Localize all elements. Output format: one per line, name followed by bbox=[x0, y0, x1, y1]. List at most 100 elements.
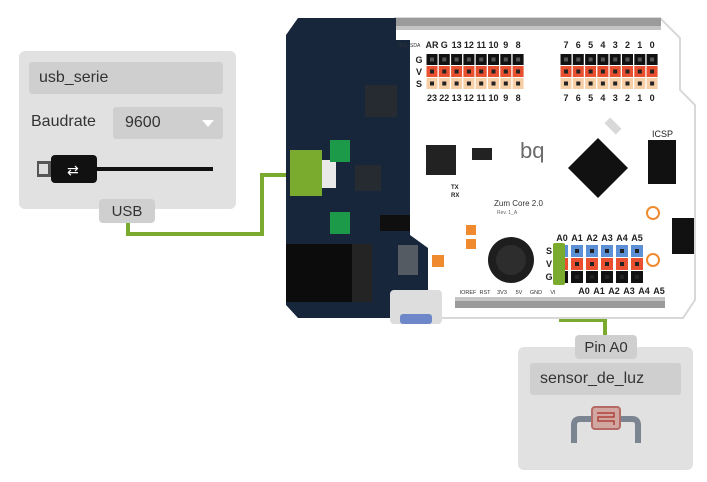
pin-hole bbox=[454, 69, 459, 74]
digital-pin-bottom-label: 7 bbox=[563, 93, 568, 103]
pin-hole bbox=[590, 249, 594, 253]
pin-hole bbox=[466, 81, 471, 86]
digital-pin-bottom-label: 11 bbox=[476, 93, 486, 103]
pin-hole bbox=[491, 69, 496, 74]
analog-pin-bottom-label: A3 bbox=[623, 286, 635, 296]
pin-hole bbox=[442, 81, 447, 86]
usb-component-name[interactable]: usb_serie bbox=[29, 62, 223, 94]
power-pin-label: GND bbox=[530, 290, 542, 296]
pin-hole bbox=[588, 69, 593, 74]
pin-hole bbox=[588, 57, 593, 62]
baudrate-value: 9600 bbox=[125, 114, 161, 131]
pin-hole bbox=[479, 57, 484, 62]
pin-hole bbox=[613, 69, 618, 74]
pin-hole bbox=[576, 81, 581, 86]
board-revision: Rev. 1_A bbox=[497, 210, 518, 216]
digital-pin-bottom-label: 22 bbox=[439, 93, 449, 103]
usb-port-label: USB bbox=[99, 199, 155, 223]
pin-hole bbox=[650, 69, 655, 74]
analog-pin-top-label: A1 bbox=[571, 233, 583, 243]
analog-pin-bottom-label: A5 bbox=[653, 286, 665, 296]
pin-hole bbox=[503, 57, 508, 62]
icsp-label: ICSP bbox=[652, 129, 673, 139]
pin-hole bbox=[454, 57, 459, 62]
analog-pin-top-label: A2 bbox=[586, 233, 598, 243]
pin-hole bbox=[576, 69, 581, 74]
pin-hole bbox=[466, 57, 471, 62]
power-pin-label: 5V bbox=[516, 290, 523, 296]
digital-pin-top-label: 0 bbox=[650, 40, 655, 50]
chevron-down-icon bbox=[202, 120, 214, 127]
digital-pin-top-label: 8 bbox=[516, 40, 521, 50]
pin-hole bbox=[620, 275, 624, 279]
power-pin-label: IOREF bbox=[460, 290, 477, 296]
digital-pin-top-label: 1 bbox=[637, 40, 642, 50]
digital-pin-bottom-label: 1 bbox=[637, 93, 642, 103]
svg-text:⇄: ⇄ bbox=[67, 163, 79, 179]
pin-hole bbox=[491, 81, 496, 86]
board-model: Zum Core 2.0 bbox=[494, 199, 543, 208]
analog-pin-bottom-label: A1 bbox=[593, 286, 605, 296]
analog-pin-top-label: A4 bbox=[616, 233, 628, 243]
baudrate-label: Baudrate bbox=[31, 113, 96, 130]
pin-hole bbox=[600, 81, 605, 86]
pin-hole bbox=[503, 81, 508, 86]
sensor-port-label: Pin A0 bbox=[575, 335, 637, 359]
baudrate-select[interactable]: 9600 bbox=[113, 107, 223, 139]
usb-component-card[interactable]: usb_serie Baudrate 9600 ⇄ USB bbox=[19, 51, 236, 223]
power-pin-label: VI bbox=[550, 290, 556, 296]
digital-pin-top-label: 3 bbox=[613, 40, 618, 50]
pin-hole bbox=[516, 57, 521, 62]
scl-label: SCL bbox=[398, 43, 408, 49]
digital-pin-headers[interactable]: AR23G22131312121111101099887766554433221… bbox=[415, 40, 658, 103]
analog-pin-top-label: A3 bbox=[601, 233, 613, 243]
digital-pin-bottom-label: 5 bbox=[588, 93, 593, 103]
pin-hole bbox=[613, 81, 618, 86]
light-sensor-icon bbox=[571, 406, 641, 443]
digital-pin-top-label: G bbox=[441, 40, 448, 50]
power-pin-label: 3V3 bbox=[497, 290, 507, 296]
digital-pin-bottom-label: 8 bbox=[516, 93, 521, 103]
pin-hole bbox=[650, 57, 655, 62]
digital-pin-bottom-label: 2 bbox=[625, 93, 630, 103]
pin-hole bbox=[516, 81, 521, 86]
digital-row-label: V bbox=[416, 67, 422, 77]
pin-hole bbox=[575, 249, 579, 253]
digital-row-label: S bbox=[416, 79, 422, 89]
pin-hole bbox=[430, 57, 434, 62]
pin-hole bbox=[479, 81, 484, 86]
pin-hole bbox=[479, 69, 484, 74]
pin-hole bbox=[637, 81, 642, 86]
digital-pin-top-label: AR bbox=[426, 40, 439, 50]
pin-hole bbox=[430, 81, 434, 86]
digital-pin-top-label: 13 bbox=[452, 40, 462, 50]
pin-hole bbox=[600, 57, 605, 62]
zum-core-board[interactable] bbox=[286, 17, 696, 324]
pin-hole bbox=[620, 262, 624, 266]
pin-hole bbox=[491, 57, 496, 62]
pin-a0-connector[interactable] bbox=[553, 243, 565, 285]
digital-pin-top-label: 6 bbox=[576, 40, 581, 50]
analog-row-label: G bbox=[545, 272, 552, 282]
digital-pin-top-label: 10 bbox=[488, 40, 498, 50]
pin-hole bbox=[564, 69, 568, 74]
pin-hole bbox=[590, 275, 594, 279]
digital-pin-bottom-label: 10 bbox=[488, 93, 498, 103]
usb-wire bbox=[126, 173, 296, 236]
sensor-component-card[interactable]: Pin A0 sensor_de_luz bbox=[518, 335, 693, 470]
digital-pin-bottom-label: 13 bbox=[452, 93, 462, 103]
pin-hole bbox=[620, 249, 624, 253]
pin-hole bbox=[588, 81, 593, 86]
pin-hole bbox=[575, 262, 579, 266]
sensor-component-name[interactable]: sensor_de_luz bbox=[530, 363, 681, 395]
pin-hole bbox=[625, 81, 630, 86]
pin-hole bbox=[605, 275, 609, 279]
pin-hole bbox=[635, 275, 639, 279]
digital-pin-top-label: 9 bbox=[503, 40, 508, 50]
rx-label: RX bbox=[451, 193, 459, 199]
digital-pin-bottom-label: 9 bbox=[503, 93, 508, 103]
pin-hole bbox=[605, 262, 609, 266]
analog-pin-top-label: A0 bbox=[556, 233, 568, 243]
board-brand: bq bbox=[520, 138, 544, 163]
